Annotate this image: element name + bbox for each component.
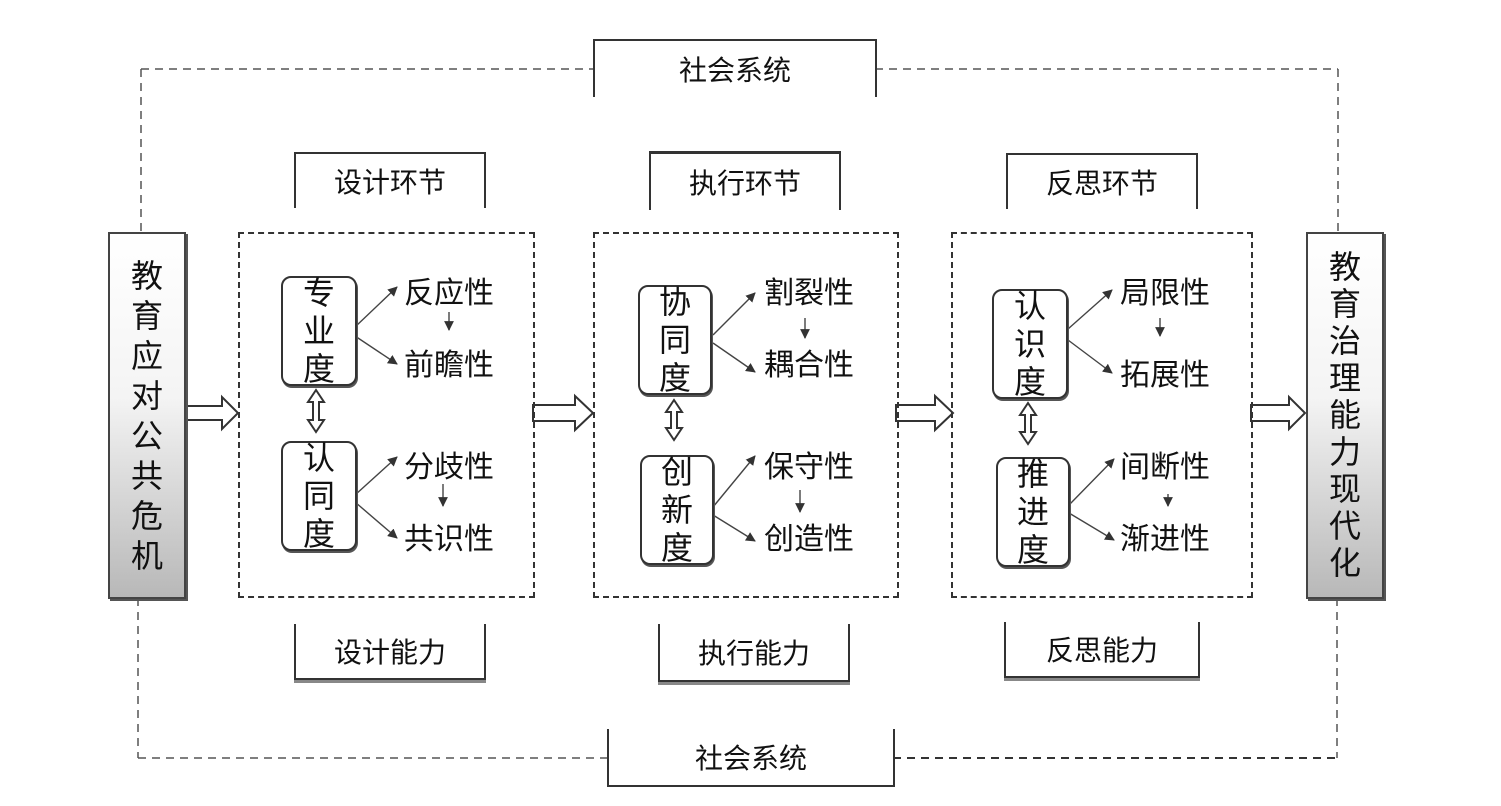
input-char: 应	[130, 336, 163, 375]
input-char: 机	[130, 536, 163, 575]
double-arrow-1	[306, 388, 326, 434]
output-char: 育	[1328, 285, 1361, 323]
output-char: 力	[1328, 433, 1361, 471]
stage-label-reflection: 反思环节	[1006, 153, 1198, 209]
flow-arrow-2	[532, 393, 595, 433]
flow-arrow-4	[1250, 394, 1307, 432]
stage-box-execution	[593, 232, 899, 598]
pill-char: 推	[1016, 455, 1049, 493]
social-system-top-label: 社会系统	[593, 39, 877, 97]
pill-char: 同	[302, 477, 335, 515]
pill-char: 新	[660, 491, 693, 529]
pill-char: 度	[302, 515, 335, 553]
input-char: 对	[130, 376, 163, 415]
pill-char: 协	[658, 283, 691, 321]
branch-arrows	[354, 286, 1173, 542]
stage-label-execution: 执行环节	[649, 151, 841, 210]
output-char: 现	[1328, 470, 1361, 508]
output-char: 教	[1328, 248, 1361, 286]
pill-char: 度	[1016, 531, 1049, 569]
output-char: 治	[1328, 322, 1361, 360]
property-to: 共识性	[404, 522, 494, 557]
property-to: 渐进性	[1120, 522, 1210, 557]
property-from: 割裂性	[764, 276, 854, 311]
output-box-governance-modernization: 教 育 治 理 能 力 现 代 化	[1306, 232, 1384, 599]
output-char: 能	[1328, 396, 1361, 434]
flow-arrows	[184, 393, 1307, 433]
property-from: 保守性	[764, 450, 854, 485]
pill-char: 认	[302, 439, 335, 477]
capability-label-reflection: 反思能力	[1004, 622, 1200, 678]
property-to: 创造性	[764, 522, 854, 557]
pill-char: 同	[658, 321, 691, 359]
flow-arrow-3	[895, 393, 955, 433]
pill-char: 专	[302, 274, 335, 312]
double-arrow-2	[664, 398, 684, 442]
pill-char: 识	[1013, 325, 1046, 363]
social-system-top-text: 社会系统	[678, 54, 791, 87]
input-box-public-crisis: 教 育 应 对 公 共 危 机	[108, 232, 186, 599]
input-char: 共	[130, 456, 163, 495]
capability-label-execution: 执行能力	[658, 624, 850, 682]
input-char: 教	[130, 256, 163, 295]
output-char: 代	[1328, 507, 1361, 545]
pill-char: 进	[1016, 493, 1049, 531]
flow-arrow-1	[184, 394, 240, 432]
property-from: 反应性	[404, 276, 494, 311]
dimension-pill-professionalism: 专 业 度	[281, 274, 357, 388]
pill-char: 业	[302, 312, 335, 350]
pill-char: 度	[302, 350, 335, 388]
double-arrows	[306, 388, 1038, 446]
property-from: 间断性	[1120, 450, 1210, 485]
pill-char: 度	[658, 359, 691, 397]
social-system-bottom-text: 社会系统	[694, 742, 807, 775]
input-char: 公	[130, 416, 163, 455]
pill-char: 度	[660, 529, 693, 567]
property-to: 拓展性	[1120, 358, 1210, 393]
pill-char: 创	[660, 453, 693, 491]
capability-label-text: 设计能力	[333, 636, 446, 669]
input-char: 育	[130, 296, 163, 335]
dimension-pill-cognition: 认 识 度	[992, 287, 1068, 401]
output-char: 化	[1328, 544, 1361, 582]
social-system-loop	[137, 68, 1339, 759]
dimension-pill-progress: 推 进 度	[996, 455, 1070, 569]
social-system-bottom-label: 社会系统	[607, 729, 895, 787]
stage-label-design: 设计环节	[294, 152, 486, 208]
property-to: 前瞻性	[404, 348, 494, 383]
capability-label-design: 设计能力	[294, 624, 486, 680]
property-from: 分歧性	[404, 450, 494, 485]
pill-char: 认	[1013, 287, 1046, 325]
pill-char: 度	[1013, 363, 1046, 401]
stage-label-text: 反思环节	[1045, 167, 1158, 200]
capability-label-text: 执行能力	[697, 637, 810, 670]
input-char: 危	[130, 496, 163, 535]
double-arrow-3	[1018, 401, 1038, 446]
output-char: 理	[1328, 359, 1361, 397]
dimension-pill-synergy: 协 同 度	[638, 283, 712, 397]
property-from: 局限性	[1120, 276, 1210, 311]
stage-label-text: 设计环节	[333, 166, 446, 199]
stage-box-reflection	[951, 232, 1253, 598]
property-to: 耦合性	[764, 348, 854, 383]
capability-label-text: 反思能力	[1045, 634, 1158, 667]
stage-box-design	[238, 232, 535, 598]
dimension-pill-innovation: 创 新 度	[640, 453, 714, 567]
dimension-pill-recognition: 认 同 度	[281, 439, 357, 553]
stage-label-text: 执行环节	[688, 167, 801, 200]
